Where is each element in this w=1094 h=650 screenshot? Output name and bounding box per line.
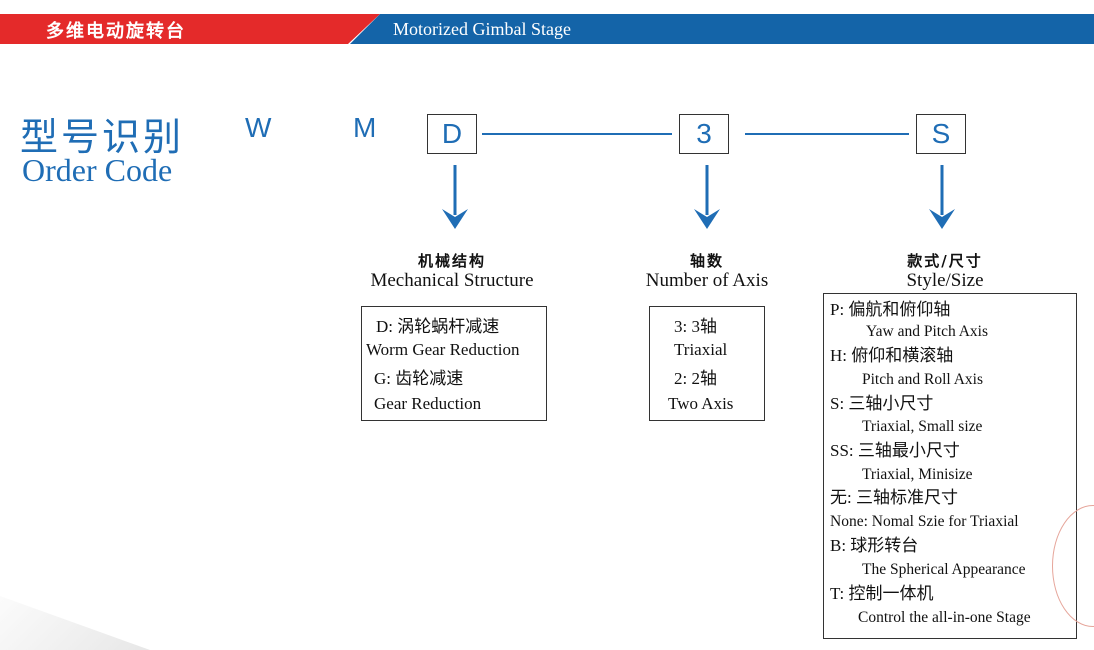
code-box-style: S xyxy=(916,114,966,154)
option-line: Triaxial, Small size xyxy=(862,418,983,435)
category-style-en: Style/Size xyxy=(906,270,984,291)
option-line: Yaw and Pitch Axis xyxy=(866,323,989,340)
arrow-down-icon xyxy=(694,165,720,229)
option-line: 3: 3轴 xyxy=(674,317,717,336)
option-line: 无: 三轴标准尺寸 xyxy=(830,488,958,507)
order-code-title-en: Order Code xyxy=(22,152,173,188)
option-line: Pitch and Roll Axis xyxy=(862,371,983,388)
option-line: Worm Gear Reduction xyxy=(366,340,520,359)
connector-line-1 xyxy=(482,133,672,135)
option-line: G: 齿轮减速 xyxy=(374,369,464,388)
structure-options-box: D: 涡轮蜗杆减速 Worm Gear Reduction G: 齿轮减速 Ge… xyxy=(361,306,547,421)
code-box-structure: D xyxy=(427,114,477,154)
option-line: P: 偏航和俯仰轴 xyxy=(830,300,951,319)
option-line: SS: 三轴最小尺寸 xyxy=(830,441,960,460)
header-en-title: Motorized Gimbal Stage xyxy=(393,19,571,39)
option-line: The Spherical Appearance xyxy=(862,561,1026,578)
option-line: Triaxial, Minisize xyxy=(862,466,973,483)
option-line: Control the all-in-one Stage xyxy=(858,609,1031,626)
connector-line-2 xyxy=(745,133,909,135)
option-line: B: 球形转台 xyxy=(830,536,919,555)
order-code-title-cn: 型号识别 xyxy=(20,115,185,159)
axis-options-box: 3: 3轴 Triaxial 2: 2轴 Two Axis xyxy=(649,306,765,421)
category-structure-en: Mechanical Structure xyxy=(370,270,534,291)
option-line: Triaxial xyxy=(674,340,728,359)
option-line: Two Axis xyxy=(668,394,734,413)
option-line: None: Nomal Szie for Triaxial xyxy=(830,513,1019,530)
option-line: T: 控制一体机 xyxy=(830,584,934,603)
category-structure-cn: 机械结构 xyxy=(417,252,486,270)
decorative-shadow xyxy=(0,596,150,650)
category-style-cn: 款式/尺寸 xyxy=(907,252,983,270)
category-axis-en: Number of Axis xyxy=(645,270,769,291)
category-axis-cn: 轴数 xyxy=(689,252,724,270)
header-blue-band xyxy=(350,14,1094,44)
header-cn-title: 多维电动旋转台 xyxy=(46,21,186,42)
style-options-box: P: 偏航和俯仰轴 Yaw and Pitch Axis H: 俯仰和横滚轴 P… xyxy=(823,293,1077,639)
arrow-down-icon xyxy=(442,165,468,229)
header-red-band xyxy=(0,14,380,44)
option-line: D: 涡轮蜗杆减速 xyxy=(376,317,500,336)
option-line: S: 三轴小尺寸 xyxy=(830,394,934,413)
code-letter-w: W xyxy=(245,112,272,143)
code-letter-m: M xyxy=(353,112,377,143)
option-line: Gear Reduction xyxy=(374,394,482,413)
arrow-down-icon xyxy=(929,165,955,229)
option-line: 2: 2轴 xyxy=(674,369,717,388)
code-box-axis: 3 xyxy=(679,114,729,154)
option-line: H: 俯仰和横滚轴 xyxy=(830,346,954,365)
